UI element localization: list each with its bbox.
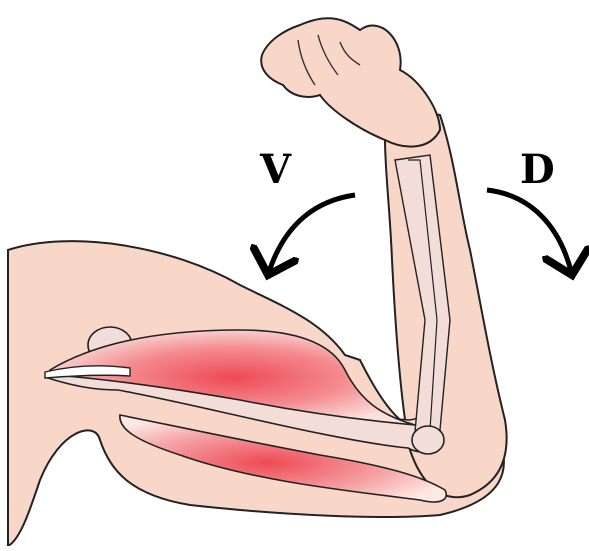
label-v: V [260, 150, 291, 190]
elbow-joint [412, 426, 444, 454]
ventral-arrow [268, 195, 355, 275]
dorsal-arrow [487, 190, 572, 275]
label-d: D [520, 150, 555, 190]
hand [261, 18, 440, 146]
